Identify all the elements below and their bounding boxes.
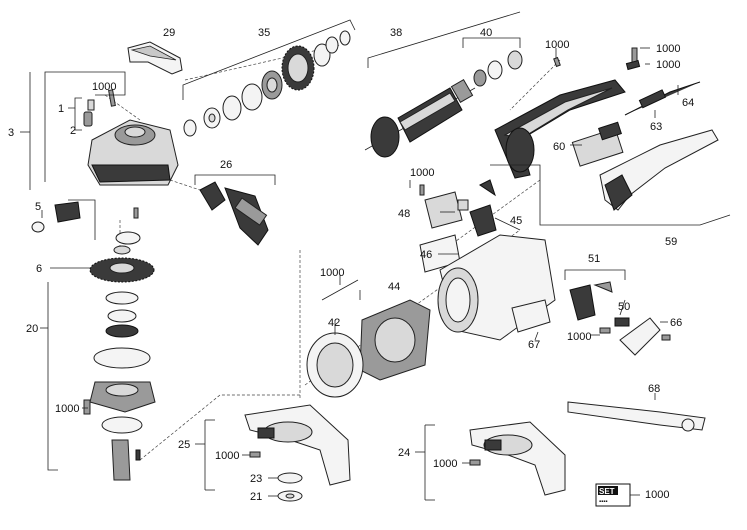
label-67: 67 [528, 339, 540, 351]
part-59-handle-cover [599, 129, 719, 211]
label-26: 26 [220, 159, 232, 171]
label-60: 60 [553, 141, 565, 153]
part-40-bearings [473, 50, 523, 87]
label-59: 59 [665, 236, 677, 248]
label-1000-motor: 1000 [320, 267, 344, 279]
label-23: 23 [250, 473, 262, 485]
label-1000-top-center: 1000 [545, 39, 569, 51]
part-labels: 29 35 38 40 1000 1000 1000 1000 1 2 3 26… [8, 27, 694, 503]
label-1000-set: 1000 [645, 489, 669, 501]
part-bearing-small-left [113, 207, 141, 255]
label-6: 6 [36, 263, 42, 275]
label-21: 21 [250, 491, 262, 503]
label-50: 50 [618, 301, 630, 313]
part-48-brush-holder [419, 179, 497, 237]
set-badge-title: SET [599, 487, 615, 496]
part-6-bevel-gear [89, 257, 155, 283]
part-29-cover [127, 41, 183, 75]
label-48: 48 [398, 208, 410, 220]
part-60-switch [571, 121, 624, 167]
part-3-gear-housing [87, 119, 179, 186]
part-1000-screw-top-right [553, 47, 641, 71]
label-46: 46 [420, 249, 432, 261]
label-1000-guard-left: 1000 [215, 450, 239, 462]
label-1000-switch: 1000 [567, 331, 591, 343]
part-67-plate [511, 299, 551, 333]
part-44-stator [321, 279, 431, 381]
part-24-guard [469, 421, 566, 496]
part-21-nut [277, 490, 303, 502]
part-42-fan-baffle [306, 332, 364, 398]
part-26-side-handle [199, 181, 269, 246]
label-1: 1 [58, 103, 64, 115]
label-3: 3 [8, 127, 14, 139]
label-1000-top-right-b: 1000 [656, 59, 680, 71]
part-35-gear-stack [183, 30, 351, 137]
label-51: 51 [588, 253, 600, 265]
part-68-wrench [567, 401, 706, 432]
part-63-64-cable [624, 81, 701, 116]
label-2: 2 [70, 125, 76, 137]
part-5-pinion [31, 201, 81, 233]
label-1000-brush: 1000 [410, 167, 434, 179]
label-35: 35 [258, 27, 270, 39]
part-50-capacitor [614, 317, 630, 327]
label-1000-top-right-a: 1000 [656, 43, 680, 55]
label-5: 5 [35, 201, 41, 213]
label-25: 25 [178, 439, 190, 451]
label-20: 20 [26, 323, 38, 335]
label-1000-top-left: 1000 [92, 81, 116, 93]
part-25-guard [244, 404, 351, 486]
set-badge: SET ▪▪▪▪ [595, 483, 631, 507]
label-29: 29 [163, 27, 175, 39]
part-1-2-spindle-lock [83, 89, 116, 127]
label-38: 38 [390, 27, 402, 39]
part-20-gear-stack [83, 291, 156, 481]
label-68: 68 [648, 383, 660, 395]
label-1000-guard-right: 1000 [433, 458, 457, 470]
label-63: 63 [650, 121, 662, 133]
label-42: 42 [328, 317, 340, 329]
label-44: 44 [388, 281, 400, 293]
part-23-flange [277, 472, 303, 484]
label-64: 64 [682, 97, 694, 109]
label-45: 45 [510, 215, 522, 227]
leader-lines [20, 11, 731, 501]
label-40: 40 [480, 27, 492, 39]
part-51-switch-block [569, 281, 613, 334]
label-1000-left-column: 1000 [55, 403, 79, 415]
part-38-armature [364, 79, 476, 158]
part-66-cover-plate [619, 317, 671, 356]
label-66: 66 [670, 317, 682, 329]
part-handle-rear [494, 79, 626, 179]
label-24: 24 [398, 447, 410, 459]
set-badge-sub: ▪▪▪▪ [599, 499, 608, 505]
